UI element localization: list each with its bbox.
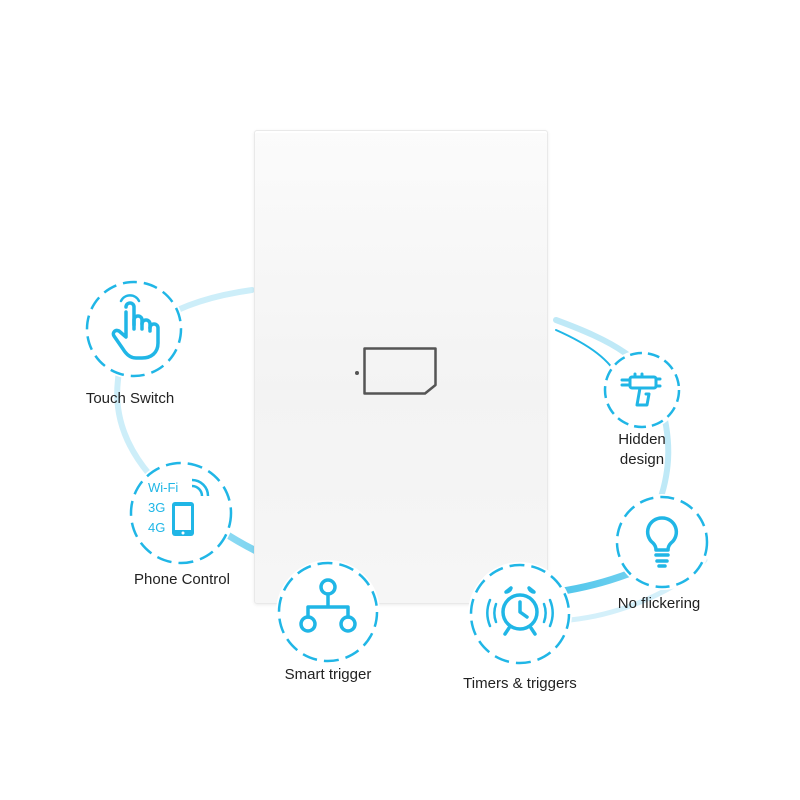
touch-key[interactable] [363,347,437,395]
smart-trigger-label: Smart trigger [284,666,372,683]
no-flickering-badge [614,494,710,590]
touch-switch-label: Touch Switch [85,390,175,407]
alarm-clock-icon [486,586,554,636]
4g-label: 4G [148,520,165,535]
phone-wifi-icon [172,478,210,536]
hidden-design-line-1: Hidden [618,431,666,448]
hidden-design-badge [602,350,682,430]
timers-label: Timers & triggers [463,675,577,692]
left-arc [114,287,255,503]
smart-trigger-badge [276,560,380,664]
phone-control-badge: Wi-Fi 3G 4G [128,460,234,566]
indicator-light [355,371,359,375]
3g-label: 3G [148,500,165,515]
touch-switch-badge [84,279,184,379]
timers-badge [468,562,572,666]
wifi-label: Wi-Fi [148,480,178,495]
drill-icon [620,372,662,407]
switch-panel [254,130,548,604]
phone-control-label: Phone Control [134,571,230,588]
network-tree-icon [299,578,357,633]
light-bulb-icon [645,516,679,568]
no-flickering-label: No flickering [617,595,701,612]
touch-hand-icon [111,294,160,360]
hidden-design-line-2: design [619,451,665,468]
hidden-design-label: Hidden design [592,430,692,470]
